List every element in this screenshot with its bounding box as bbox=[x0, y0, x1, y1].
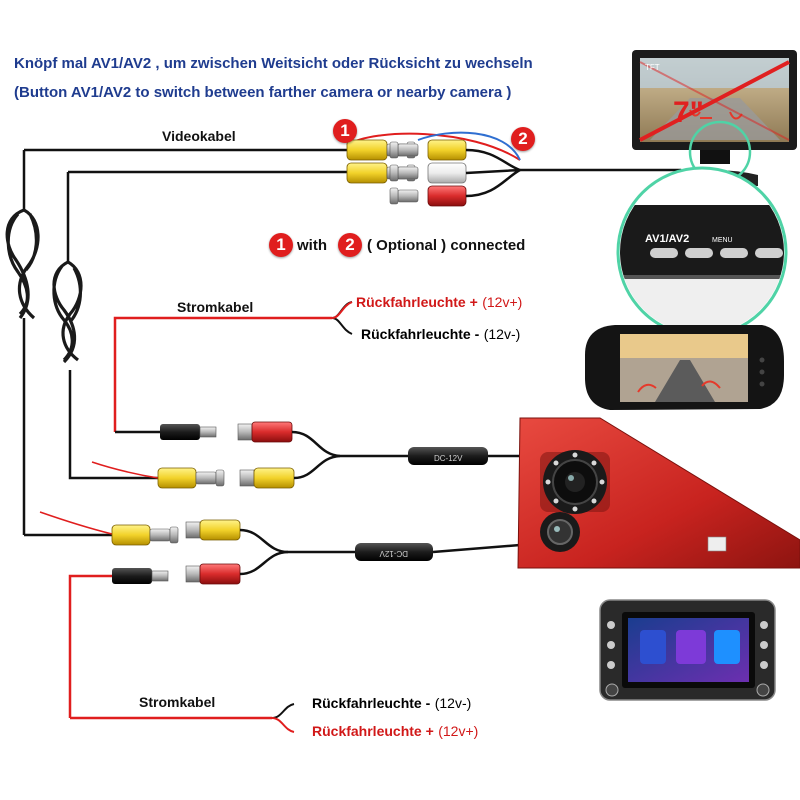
power-top-negative: Rückfahrleuchte - (12v-) bbox=[361, 326, 520, 344]
rca-socket-top bbox=[239, 467, 295, 489]
note-marker-2: 2 bbox=[338, 233, 362, 257]
power-bottom-negative-value: (12v-) bbox=[434, 695, 472, 711]
power-cable-label-bottom: Stromkabel bbox=[139, 694, 216, 710]
power-bottom-positive-value: (12v+) bbox=[438, 723, 479, 739]
rca-socket-bottom bbox=[185, 519, 241, 541]
power-top-positive-value: (12v+) bbox=[482, 294, 523, 310]
zoom-av-label: AV1/AV2 bbox=[645, 233, 689, 245]
monitor-brand-label: TFT bbox=[645, 63, 660, 72]
power-bottom-positive-name: Rückfahrleuchte + bbox=[312, 723, 434, 739]
marker-2-badge: 2 bbox=[511, 127, 535, 151]
monitor-size-label: 7" bbox=[673, 96, 704, 129]
power-top-negative-value: (12v-) bbox=[483, 326, 521, 342]
power-bottom-negative-name: Rückfahrleuchte - bbox=[312, 695, 431, 711]
video-cable-label: Videokabel bbox=[162, 128, 236, 144]
power-top-negative-name: Rückfahrleuchte - bbox=[361, 326, 480, 342]
dc-socket-bottom bbox=[185, 563, 241, 585]
power-bottom-negative: Rückfahrleuchte - (12v-) bbox=[312, 695, 471, 713]
rca-plug-av2 bbox=[346, 162, 416, 184]
rca-plug-bottom bbox=[39, 511, 179, 546]
header-german: Knöpf mal AV1/AV2 , um zwischen Weitsich… bbox=[14, 55, 533, 72]
inline-dc-connector-top bbox=[340, 447, 520, 465]
monitor-zoom-inset bbox=[616, 166, 788, 338]
dc-label-top: DC-12V bbox=[434, 454, 463, 463]
cable-coil-left bbox=[5, 150, 40, 535]
mirror-monitor-icon bbox=[585, 325, 784, 410]
power-cable-label-top: Stromkabel bbox=[177, 299, 254, 315]
inline-dc-connector-bottom bbox=[288, 543, 521, 561]
note-marker-1: 1 bbox=[269, 233, 293, 257]
car-radio-unit-icon bbox=[599, 599, 776, 701]
power-top-positive: Rückfahrleuchte + (12v+) bbox=[356, 294, 522, 312]
brake-light-camera-icon bbox=[517, 417, 800, 569]
cable-coil-right bbox=[52, 172, 158, 480]
dc-plug-bottom bbox=[112, 568, 169, 584]
note-with-text: with bbox=[297, 237, 327, 254]
header-english: (Button AV1/AV2 to switch between farthe… bbox=[14, 84, 512, 101]
rca-plug-av1 bbox=[346, 139, 416, 161]
rca-plug-top bbox=[91, 461, 225, 489]
marker-1-badge: 1 bbox=[333, 119, 357, 143]
zoom-menu-label: MENU bbox=[712, 237, 733, 244]
dc-socket-top bbox=[237, 421, 293, 443]
power-top-positive-name: Rückfahrleuchte + bbox=[356, 294, 478, 310]
note-optional-text: ( Optional ) connected bbox=[367, 237, 526, 254]
power-bottom-positive: Rückfahrleuchte + (12v+) bbox=[312, 723, 478, 741]
dc-label-bottom: DC-12V bbox=[379, 549, 408, 558]
dc-plug-top bbox=[115, 424, 217, 440]
